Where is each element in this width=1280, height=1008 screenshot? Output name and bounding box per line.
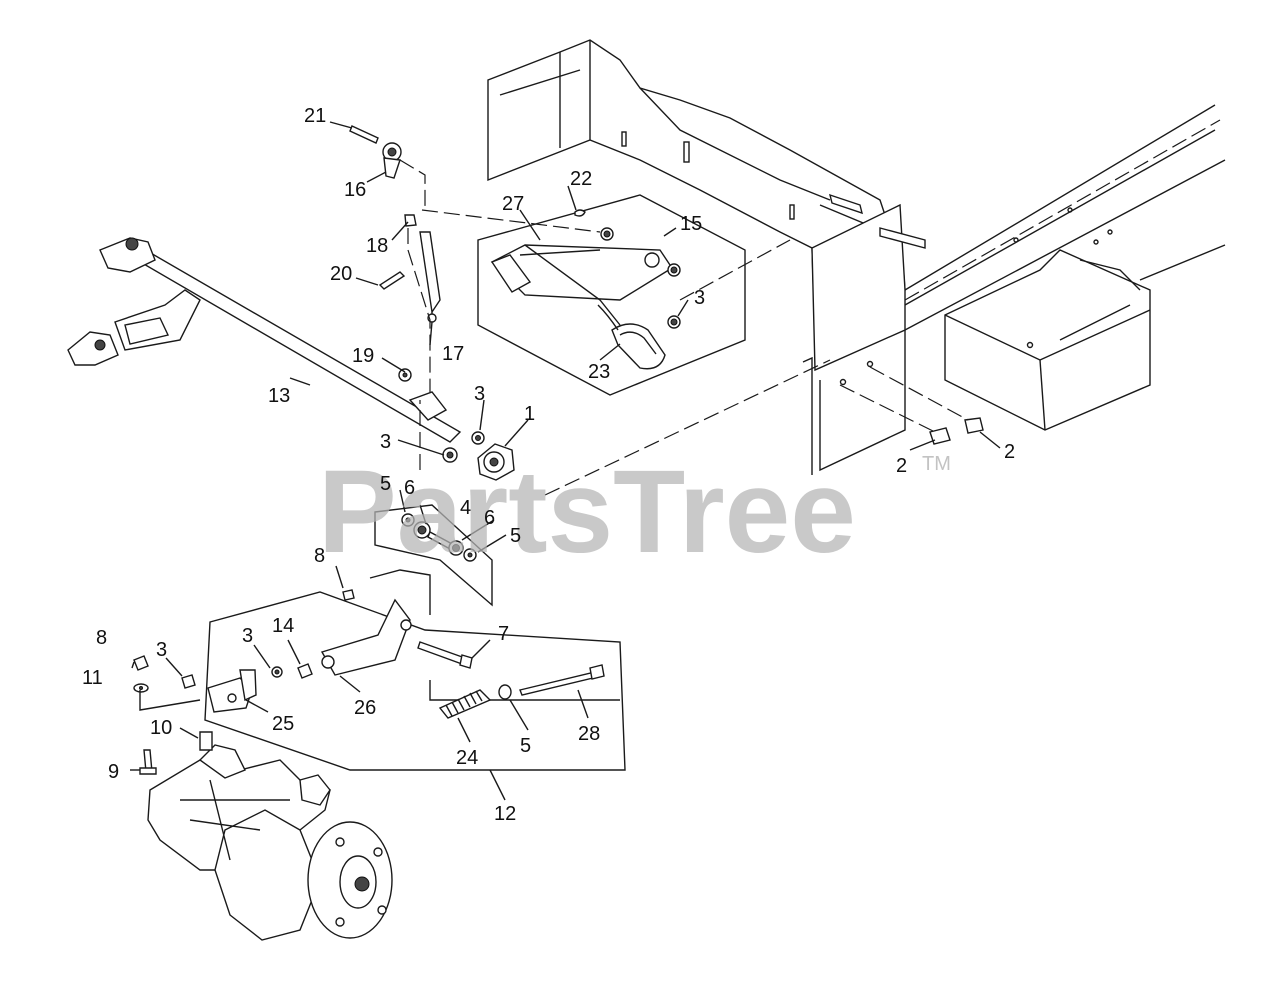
control-group-12 — [133, 569, 626, 771]
watermark-text: PartsTree — [318, 446, 856, 578]
callout-3e: 3 — [242, 625, 253, 647]
callout-22: 22 — [570, 168, 592, 190]
leader-lines — [130, 121, 1001, 801]
callout-8a: 8 — [314, 545, 325, 567]
callout-6a: 6 — [404, 477, 415, 499]
callout-labels: 21 16 18 20 19 17 13 3 1 3 5 6 4 6 5 27 … — [82, 105, 1015, 825]
callout-8b: 8 — [96, 627, 107, 649]
callout-18: 18 — [366, 235, 388, 257]
callout-28: 28 — [578, 723, 600, 745]
linkage-rod — [349, 125, 441, 430]
bearing-flange — [442, 431, 515, 481]
callout-1: 1 — [524, 403, 535, 425]
callout-7: 7 — [498, 623, 509, 645]
cross-shaft-13 — [67, 237, 462, 470]
callout-24: 24 — [456, 747, 478, 769]
tray-box — [944, 249, 1151, 431]
callout-3b: 3 — [380, 431, 391, 453]
callout-4: 4 — [460, 497, 471, 519]
callout-3c: 3 — [694, 287, 705, 309]
watermark-trademark: TM — [922, 453, 951, 475]
pedal-assembly-27 — [421, 194, 831, 496]
callout-21: 21 — [304, 105, 326, 127]
callout-16: 16 — [344, 179, 366, 201]
frame-chassis — [487, 39, 1226, 475]
callout-9: 9 — [108, 761, 119, 783]
callout-25: 25 — [272, 713, 294, 735]
callout-6b: 6 — [484, 507, 495, 529]
callout-5c: 5 — [520, 735, 531, 757]
callout-3a: 3 — [474, 383, 485, 405]
watermark: PartsTree TM — [318, 446, 951, 578]
callout-23: 23 — [588, 361, 610, 383]
callout-2a: 2 — [896, 455, 907, 477]
pivot-pin-group — [374, 504, 493, 607]
callout-5a: 5 — [380, 473, 391, 495]
callout-15: 15 — [680, 213, 702, 235]
callout-17: 17 — [442, 343, 464, 365]
callout-12: 12 — [494, 803, 516, 825]
transaxle — [139, 731, 393, 941]
callout-10: 10 — [150, 717, 172, 739]
callout-3d: 3 — [156, 639, 167, 661]
callout-27: 27 — [502, 193, 524, 215]
callout-13: 13 — [268, 385, 290, 407]
callout-14: 14 — [272, 615, 294, 637]
callout-19: 19 — [352, 345, 374, 367]
callout-5b: 5 — [510, 525, 521, 547]
callout-26: 26 — [354, 697, 376, 719]
callout-2b: 2 — [1004, 441, 1015, 463]
callout-11: 11 — [82, 667, 103, 689]
callout-20: 20 — [330, 263, 352, 285]
